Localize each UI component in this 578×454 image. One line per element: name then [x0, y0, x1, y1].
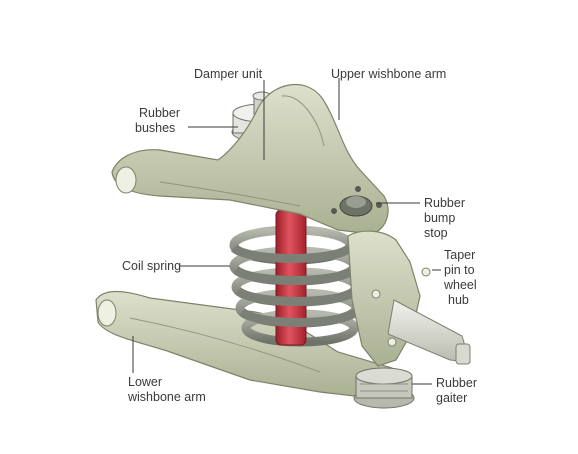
label-lower-wishbone-line2: wishbone arm [127, 390, 206, 404]
rubber-gaiter [353, 367, 415, 409]
label-coil-spring: Coil spring [122, 259, 181, 273]
label-rubber-bump-stop-line1: Rubber [424, 196, 465, 210]
label-taper-pin-line2: pin to [444, 263, 475, 277]
label-damper-unit: Damper unit [194, 67, 263, 81]
lower-wishbone-arm [95, 290, 403, 399]
label-taper-pin-line1: Taper [444, 248, 475, 262]
label-lower-wishbone-line1: Lower [128, 375, 162, 389]
label-taper-pin-line4: hub [448, 293, 469, 307]
labels: Damper unit Upper wishbone arm Rubber bu… [122, 67, 477, 405]
label-rubber-bump-stop-line3: stop [424, 226, 448, 240]
label-rubber-gaiter-line1: Rubber [436, 376, 477, 390]
label-taper-pin-line3: wheel [443, 278, 477, 292]
label-upper-wishbone-arm: Upper wishbone arm [331, 67, 446, 81]
upper-wishbone-arm [111, 83, 389, 235]
taper-pin [387, 299, 471, 365]
coil-spring-front [231, 244, 359, 327]
label-rubber-gaiter-line2: gaiter [436, 391, 467, 405]
rubber-bump-stop [331, 186, 382, 217]
label-rubber-bushes-line2: bushes [135, 121, 175, 135]
label-rubber-bump-stop-line2: bump [424, 211, 455, 225]
leader-lines [132, 78, 441, 385]
label-rubber-bushes-line1: Rubber [139, 106, 180, 120]
